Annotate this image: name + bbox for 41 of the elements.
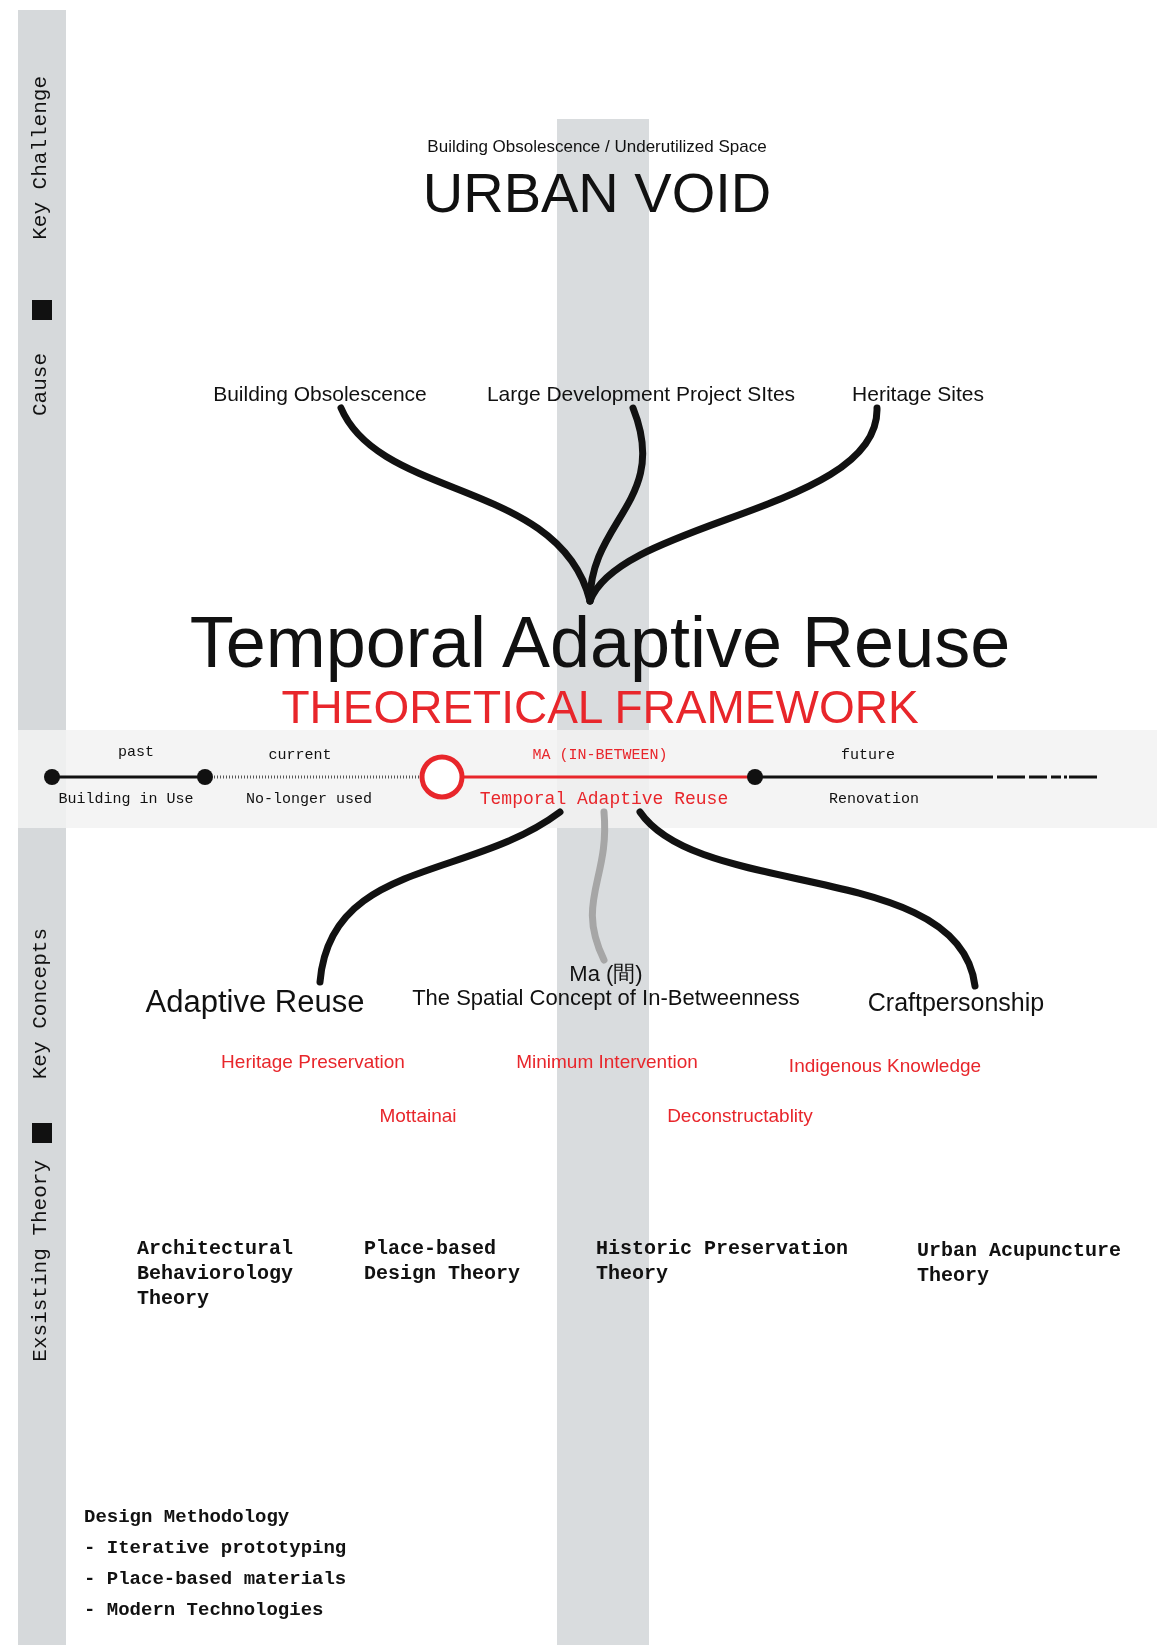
list-item: - Place-based materials — [84, 1568, 348, 1592]
connector-curve — [636, 808, 979, 990]
cause-label: Building Obsolescence — [200, 382, 440, 407]
cause-label: Large Development Project SItes — [476, 382, 806, 407]
cause-label: Heritage Sites — [808, 382, 1028, 407]
section-label: Key Challenge — [28, 76, 53, 240]
theory-label: Urban Acupuncture Theory — [917, 1238, 1123, 1288]
timeline-label: Temporal Adaptive Reuse — [462, 789, 746, 810]
timeline-label: MA (IN-BETWEEN) — [531, 747, 669, 766]
concept-label: Minimum Intervention — [515, 1050, 699, 1074]
timeline-label: past — [117, 744, 155, 763]
concept-label: Deconstructablity — [666, 1104, 814, 1128]
concept-heading: Adaptive Reuse — [130, 984, 380, 1020]
subheading: The Spatial Concept of In-Betweenness — [411, 986, 801, 1011]
timeline-label: No-longer used — [245, 791, 373, 810]
concept-label: Mottainai — [378, 1104, 458, 1128]
concept-label: Heritage Preservation — [220, 1050, 406, 1074]
timeline-label: Building in Use — [57, 791, 195, 810]
connector-curve — [316, 808, 564, 986]
timeline-label: future — [840, 747, 896, 766]
connector-curve — [588, 808, 609, 964]
concept-heading: Craftpersonship — [846, 988, 1066, 1017]
theory-label: Historic Preservation Theory — [596, 1236, 850, 1286]
connector-curve — [586, 404, 881, 605]
timeline-label: current — [267, 747, 333, 766]
section-label: Cause — [28, 353, 53, 416]
section-label: Exsisting Theory — [28, 1160, 53, 1362]
subheading: THEORETICAL FRAMEWORK — [281, 682, 920, 733]
list-heading: Design Methodology — [84, 1506, 291, 1530]
section-label: Key Concepts — [28, 928, 53, 1080]
timeline-label: Renovation — [828, 791, 920, 810]
concept-heading: Ma (間) — [568, 962, 644, 987]
list-item: - Iterative prototyping — [84, 1537, 348, 1561]
connector-curve — [586, 404, 647, 605]
list-item: - Modern Technologies — [84, 1599, 325, 1623]
heading: URBAN VOID — [421, 160, 773, 226]
subtitle: Building Obsolescence / Underutilized Space — [426, 136, 768, 158]
framework-title: Temporal Adaptive Reuse — [188, 603, 1012, 683]
theory-label: Architectural Behaviorology Theory — [137, 1236, 295, 1311]
theory-label: Place-based Design Theory — [364, 1236, 522, 1286]
concept-label: Indigenous Knowledge — [787, 1054, 983, 1078]
